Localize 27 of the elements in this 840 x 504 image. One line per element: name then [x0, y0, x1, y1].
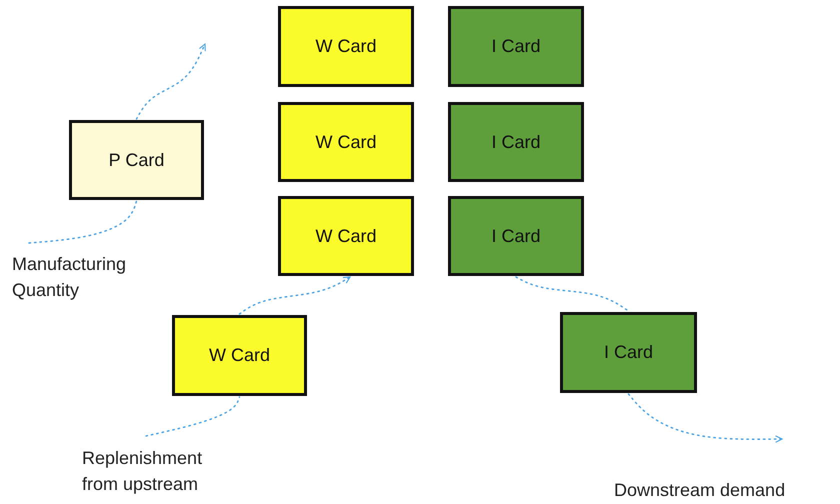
caption-text: Downstream demand [614, 478, 786, 502]
i-card [560, 312, 697, 393]
card-label: I Card [491, 226, 541, 246]
card-label: I Card [491, 36, 541, 57]
dotted-line [28, 200, 138, 244]
caption-text: Manufacturing Quantity [12, 252, 128, 302]
dotted-arrow [238, 276, 351, 315]
card-label: P Card [108, 150, 164, 170]
caption-text: Replenishment from upstream [82, 446, 204, 496]
card-label: I Card [604, 342, 654, 363]
w-card [172, 315, 307, 396]
card-label: W Card [315, 226, 376, 246]
w-card [278, 102, 414, 182]
p-card [69, 120, 204, 200]
card-label: W Card [315, 132, 376, 152]
card-label: W Card [208, 345, 270, 366]
dotted-line [145, 396, 240, 437]
dotted-arrow [136, 43, 206, 120]
dotted-line [515, 276, 630, 312]
card-label: W Card [315, 36, 376, 57]
card-label: I Card [491, 132, 541, 152]
i-card [448, 102, 584, 182]
w-card [278, 6, 414, 87]
i-card [448, 196, 584, 276]
dotted-arrow [628, 393, 783, 443]
w-card [278, 196, 414, 276]
i-card [448, 6, 584, 87]
